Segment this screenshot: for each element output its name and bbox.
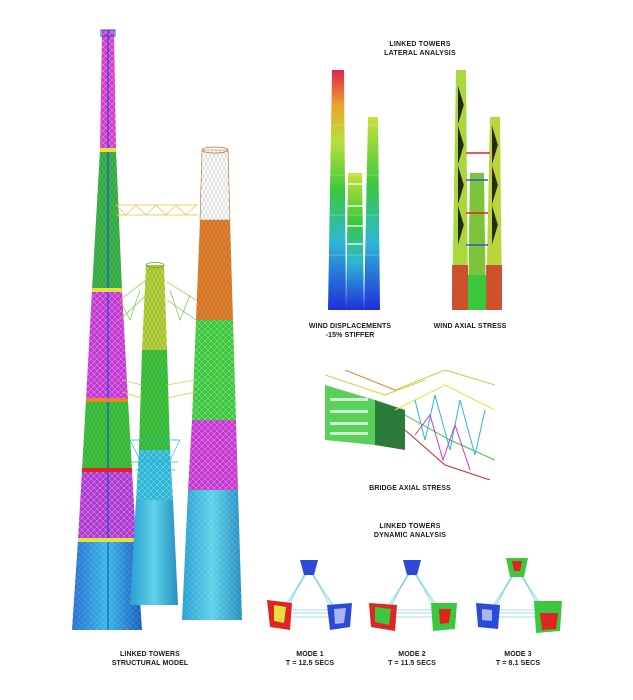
structural-model-figure — [72, 29, 242, 630]
bridge-axial-stress-figure — [325, 370, 495, 480]
structural-caption-line1: LINKED TOWERS — [120, 651, 180, 658]
dynamic-heading-line2: DYNAMIC ANALYSIS — [373, 532, 447, 539]
dynamic-heading-line1: LINKED TOWERS — [379, 523, 441, 530]
wind-disp-caption-line2: -15% STIFFER — [325, 332, 375, 339]
wind-displacement-figure — [328, 70, 380, 310]
lateral-analysis-heading: LINKED TOWERS LATERAL ANALYSIS — [360, 40, 480, 58]
mode-2-figure — [369, 560, 457, 631]
mode-3-label: MODE 3 — [504, 651, 532, 658]
dynamic-analysis-heading: LINKED TOWERS DYNAMIC ANALYSIS — [350, 522, 470, 540]
structural-caption-line2: STRUCTURAL MODEL — [111, 660, 189, 667]
tall-tower — [72, 29, 142, 630]
structural-model-caption: LINKED TOWERS STRUCTURAL MODEL — [90, 650, 210, 668]
wind-axial-stress-figure — [452, 70, 502, 310]
lateral-heading-line1: LINKED TOWERS — [389, 41, 451, 48]
mode-2-period: T = 11.5 SECS — [388, 660, 436, 667]
mode-1-caption: MODE 1 T = 12.5 SECS — [270, 650, 350, 668]
wind-disp-caption-line1: WIND DISPLACEMENTS — [308, 323, 392, 330]
wind-displacement-caption: WIND DISPLACEMENTS -15% STIFFER — [300, 322, 400, 340]
mode-3-period: T = 8.1 SECS — [495, 660, 541, 667]
wind-axial-stress-caption: WIND AXIAL STRESS — [420, 322, 520, 331]
mode-1-period: T = 12.5 SECS — [285, 660, 335, 667]
lateral-heading-line2: LATERAL ANALYSIS — [384, 50, 456, 57]
mode-3-caption: MODE 3 T = 8.1 SECS — [478, 650, 558, 668]
bridge-axial-stress-caption: BRIDGE AXIAL STRESS — [360, 484, 460, 493]
mode-1-label: MODE 1 — [296, 651, 324, 658]
mode-3-figure — [476, 558, 562, 633]
mode-2-caption: MODE 2 T = 11.5 SECS — [372, 650, 452, 668]
middle-tower — [130, 262, 178, 605]
bridge-caption-line1: BRIDGE AXIAL STRESS — [369, 485, 451, 492]
sky-bridges — [115, 204, 198, 471]
wind-axial-caption-line1: WIND AXIAL STRESS — [433, 323, 507, 330]
mode-2-label: MODE 2 — [398, 651, 426, 658]
mode-1-figure — [267, 560, 352, 630]
right-tower — [182, 146, 242, 620]
